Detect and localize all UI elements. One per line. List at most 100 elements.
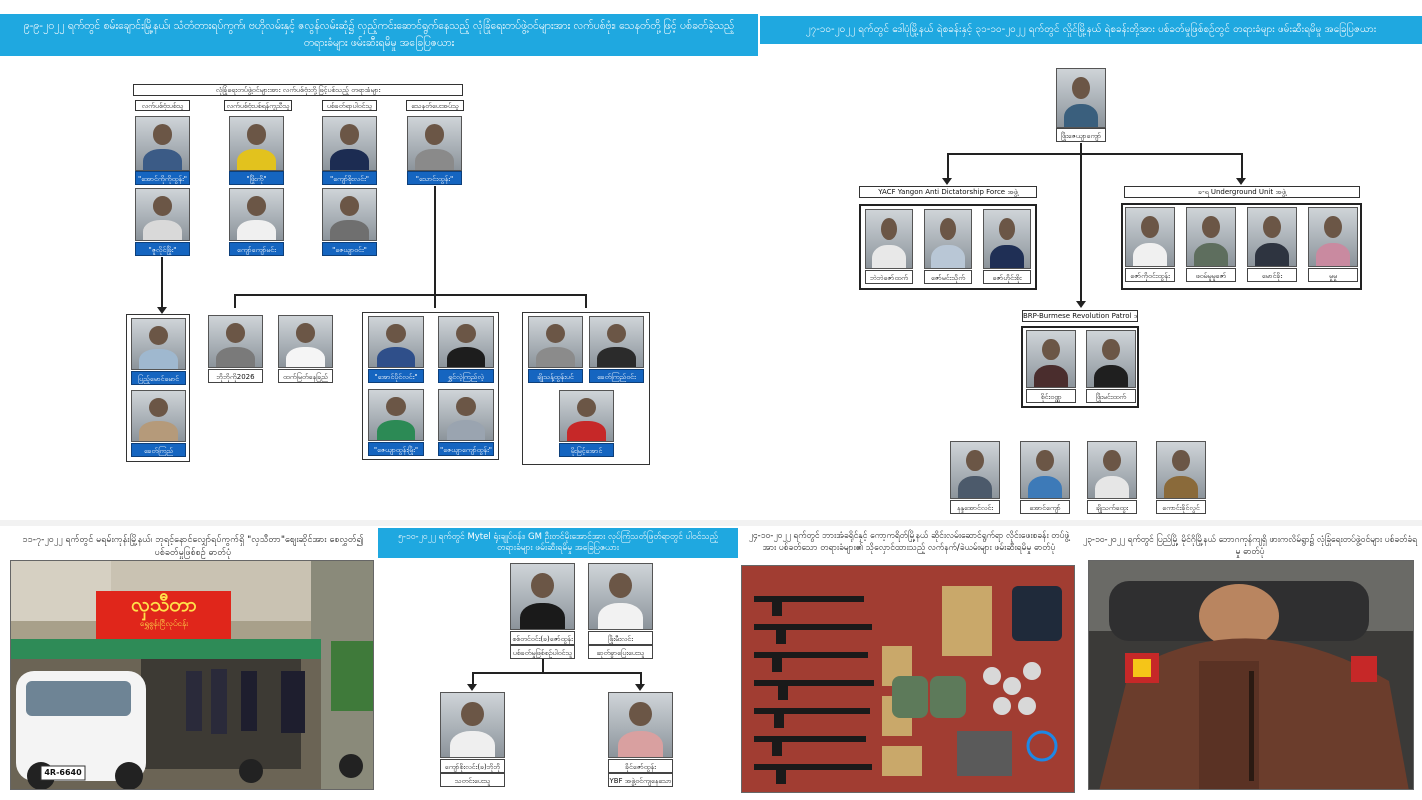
suspect-name: ဖြိုးဇေယျာကျော်: [1056, 128, 1106, 142]
suspect-name: ချိုသက်ထွေး: [1087, 500, 1137, 514]
panel-e-caption: ၂၄-၁၀-၂၀၂၂ ရက်တွင် ဘားအံခရိုင်နှင့် ကော့…: [748, 531, 1070, 553]
suspect-name: "အောင်ပိုင်လင်း": [368, 369, 424, 383]
suspect-photo: [1247, 207, 1297, 267]
connector-line: [234, 294, 236, 308]
weapons-graphic: [742, 566, 1074, 792]
suspect-photo: [229, 116, 284, 171]
suspect-name: နန္ဒအောင်လင်း: [950, 500, 1000, 514]
suspect-photo: [131, 390, 186, 442]
suspect-photo: [438, 389, 494, 441]
connector-line: [161, 257, 163, 309]
suspect-photo: [135, 188, 190, 241]
suspect-photo: [438, 316, 494, 368]
suspect-name: "ကျော်စိုးလင်း": [322, 171, 377, 185]
suspect-photo: [1308, 207, 1358, 267]
shop-sign-text: လှသီတာ: [131, 592, 197, 616]
connector-line: [947, 153, 949, 181]
suspect-photo: [559, 390, 614, 442]
victim-graphic: [1089, 561, 1413, 789]
panel-a-col-label-3: ပစ်ခတ်ရာပါဝင်သူ: [322, 100, 377, 111]
connector-line: [640, 672, 642, 686]
suspect-photo: [1125, 207, 1175, 267]
suspect-photo: [608, 692, 673, 758]
suspect-photo: [510, 563, 575, 630]
suspect-name: ချိုသန့်ထွန်းပင်: [528, 369, 583, 383]
suspect-photo: [440, 692, 505, 758]
group3-label: BRP-Burmese Revolution Patrol အဖွဲ့: [1022, 310, 1138, 322]
panel-b-banner: ၂၇-၁၀-၂၀၂၂ ရက်တွင် ဒေါပုံမြို့နယ် ရဲစခန်…: [760, 16, 1422, 44]
connector-line: [1241, 153, 1243, 181]
connector-line: [542, 659, 544, 673]
suspect-photo: [229, 188, 284, 241]
suspect-photo: [924, 209, 972, 269]
panel-f-caption: ၂၃-၁၀-၂၀၂၂ ရက်တွင် ပြည်မြို့ မိုင်ဂိုမြိ…: [1082, 535, 1418, 557]
suspect-photo: [1156, 441, 1206, 499]
panel-a-col-label-4: သေနတ်ပေးအပ်သူ: [406, 100, 464, 111]
suspect-photo: [135, 116, 190, 171]
suspect-name: မိုးမြင့်အောင်: [559, 443, 614, 457]
connector-line: [434, 186, 436, 294]
connector-arrow: [467, 684, 477, 691]
suspect-name: ရွှင်လဲ့ကြည်လဲ့: [438, 369, 494, 383]
suspect-name: ဇော်ဟိုင်းစိုး: [983, 270, 1031, 284]
shop-photo: လှသီတာ ရွှေစွန်းငြီလုပ်ငန်း 4R-6640: [10, 560, 374, 790]
suspect-name: ခေတ်ကြည်: [131, 443, 186, 457]
suspect-name: ဇော်မင်းသိုက်: [924, 270, 972, 284]
suspect-photo: [983, 209, 1031, 269]
suspect-photo: [1086, 330, 1136, 388]
suspect-name: ခေတ်ကြည်ဝင်း: [589, 369, 644, 383]
suspect-photo: [528, 316, 583, 368]
group-box: [1021, 326, 1139, 408]
suspect-name: ကောင်းခိုင်လွင်: [1156, 500, 1206, 514]
shop-sign-subtext: ရွှေစွန်းငြီလုပ်ငန်း: [139, 619, 189, 628]
suspect-photo: [368, 389, 424, 441]
suspect-photo: [588, 563, 653, 630]
suspect-photo: [322, 188, 377, 241]
panel-d-banner: ၅-၁၀-၂၀၂၂ ရက်တွင် Mytel ရုံးချုပ်ဝန်း၊ G…: [378, 528, 738, 558]
suspect-photo: [208, 315, 263, 368]
suspect-name: "အောင်ကိုကိုထွန်း": [135, 171, 190, 185]
suspect-photo: [1087, 441, 1137, 499]
suspect-photo: [950, 441, 1000, 499]
suspect-photo: [589, 316, 644, 368]
panel-divider: [0, 520, 1422, 526]
suspect-name: စစ်တင်ဝင်း(ခ)ဇော်ထွန်း: [510, 631, 575, 645]
connector-arrow: [1076, 301, 1086, 308]
suspect-name: ဖဝမ်မူမူဇော်: [1186, 268, 1236, 282]
suspect-name: ထက်မြတ်နေခြည်: [278, 369, 333, 383]
weapons-photo: [741, 565, 1075, 793]
connector-arrow: [157, 307, 167, 314]
suspect-photo: [1186, 207, 1236, 267]
suspect-name: အောင်ကျော်: [1020, 500, 1070, 514]
group-box: [126, 314, 190, 462]
group-box: [362, 312, 499, 460]
suspect-name: စိုင်းဝဏ္ဏ: [1026, 389, 1076, 403]
connector-line: [1080, 143, 1082, 303]
suspect-name: "ဇေယျာကျော်ထွန်း": [438, 442, 494, 456]
suspect-name: ခိုင်ဇော်ထွန်း: [608, 759, 673, 773]
suspect-photo: [1026, 330, 1076, 388]
suspect-name: "ဖြိုးကို": [229, 171, 284, 185]
connector-line: [472, 672, 642, 674]
suspect-name: "ဇေယျာထွန်းမြိုး": [368, 442, 424, 456]
suspect-name: ဘဲဘဲဇော်ထက်: [865, 270, 913, 284]
suspect-role: ပစ်ခတ်မှုဖြစ်စဉ်ပါဝင်သူ: [510, 645, 575, 659]
suspect-role: သတင်းပေးသူ: [440, 773, 505, 787]
suspect-photo: [322, 116, 377, 171]
suspect-photo: [278, 315, 333, 368]
connector-line: [234, 294, 586, 296]
suspect-name: "ဇူလိုင်ဖြိုး": [135, 242, 190, 256]
suspect-name: ဘိုဘိုကို2026: [208, 369, 263, 383]
license-plate: 4R-6640: [44, 768, 82, 777]
suspect-photo: [1020, 441, 1070, 499]
panel-a-banner: ၉-၉-၂၀၂၂ ရက်တွင် စမ်းချောင်းမြို့နယ်၊ သံ…: [0, 14, 758, 56]
group-box: [522, 312, 650, 465]
connector-line: [434, 294, 436, 308]
panel-a-col-label-1: လက်ပစ်ဗုံးပစ်သူ: [135, 100, 190, 111]
suspect-name: ကျော်စိုးလင်း(ခ)ဘိုဘို: [440, 759, 505, 773]
suspect-name: ဇော်ကိုဝင်းထွန်း: [1125, 268, 1175, 282]
suspect-name: ဖြိုးမီးလင်း: [588, 631, 653, 645]
suspect-name: "ဇေယျာဝင်း": [322, 242, 377, 256]
suspect-photo: [131, 318, 186, 370]
connector-line: [585, 294, 587, 308]
